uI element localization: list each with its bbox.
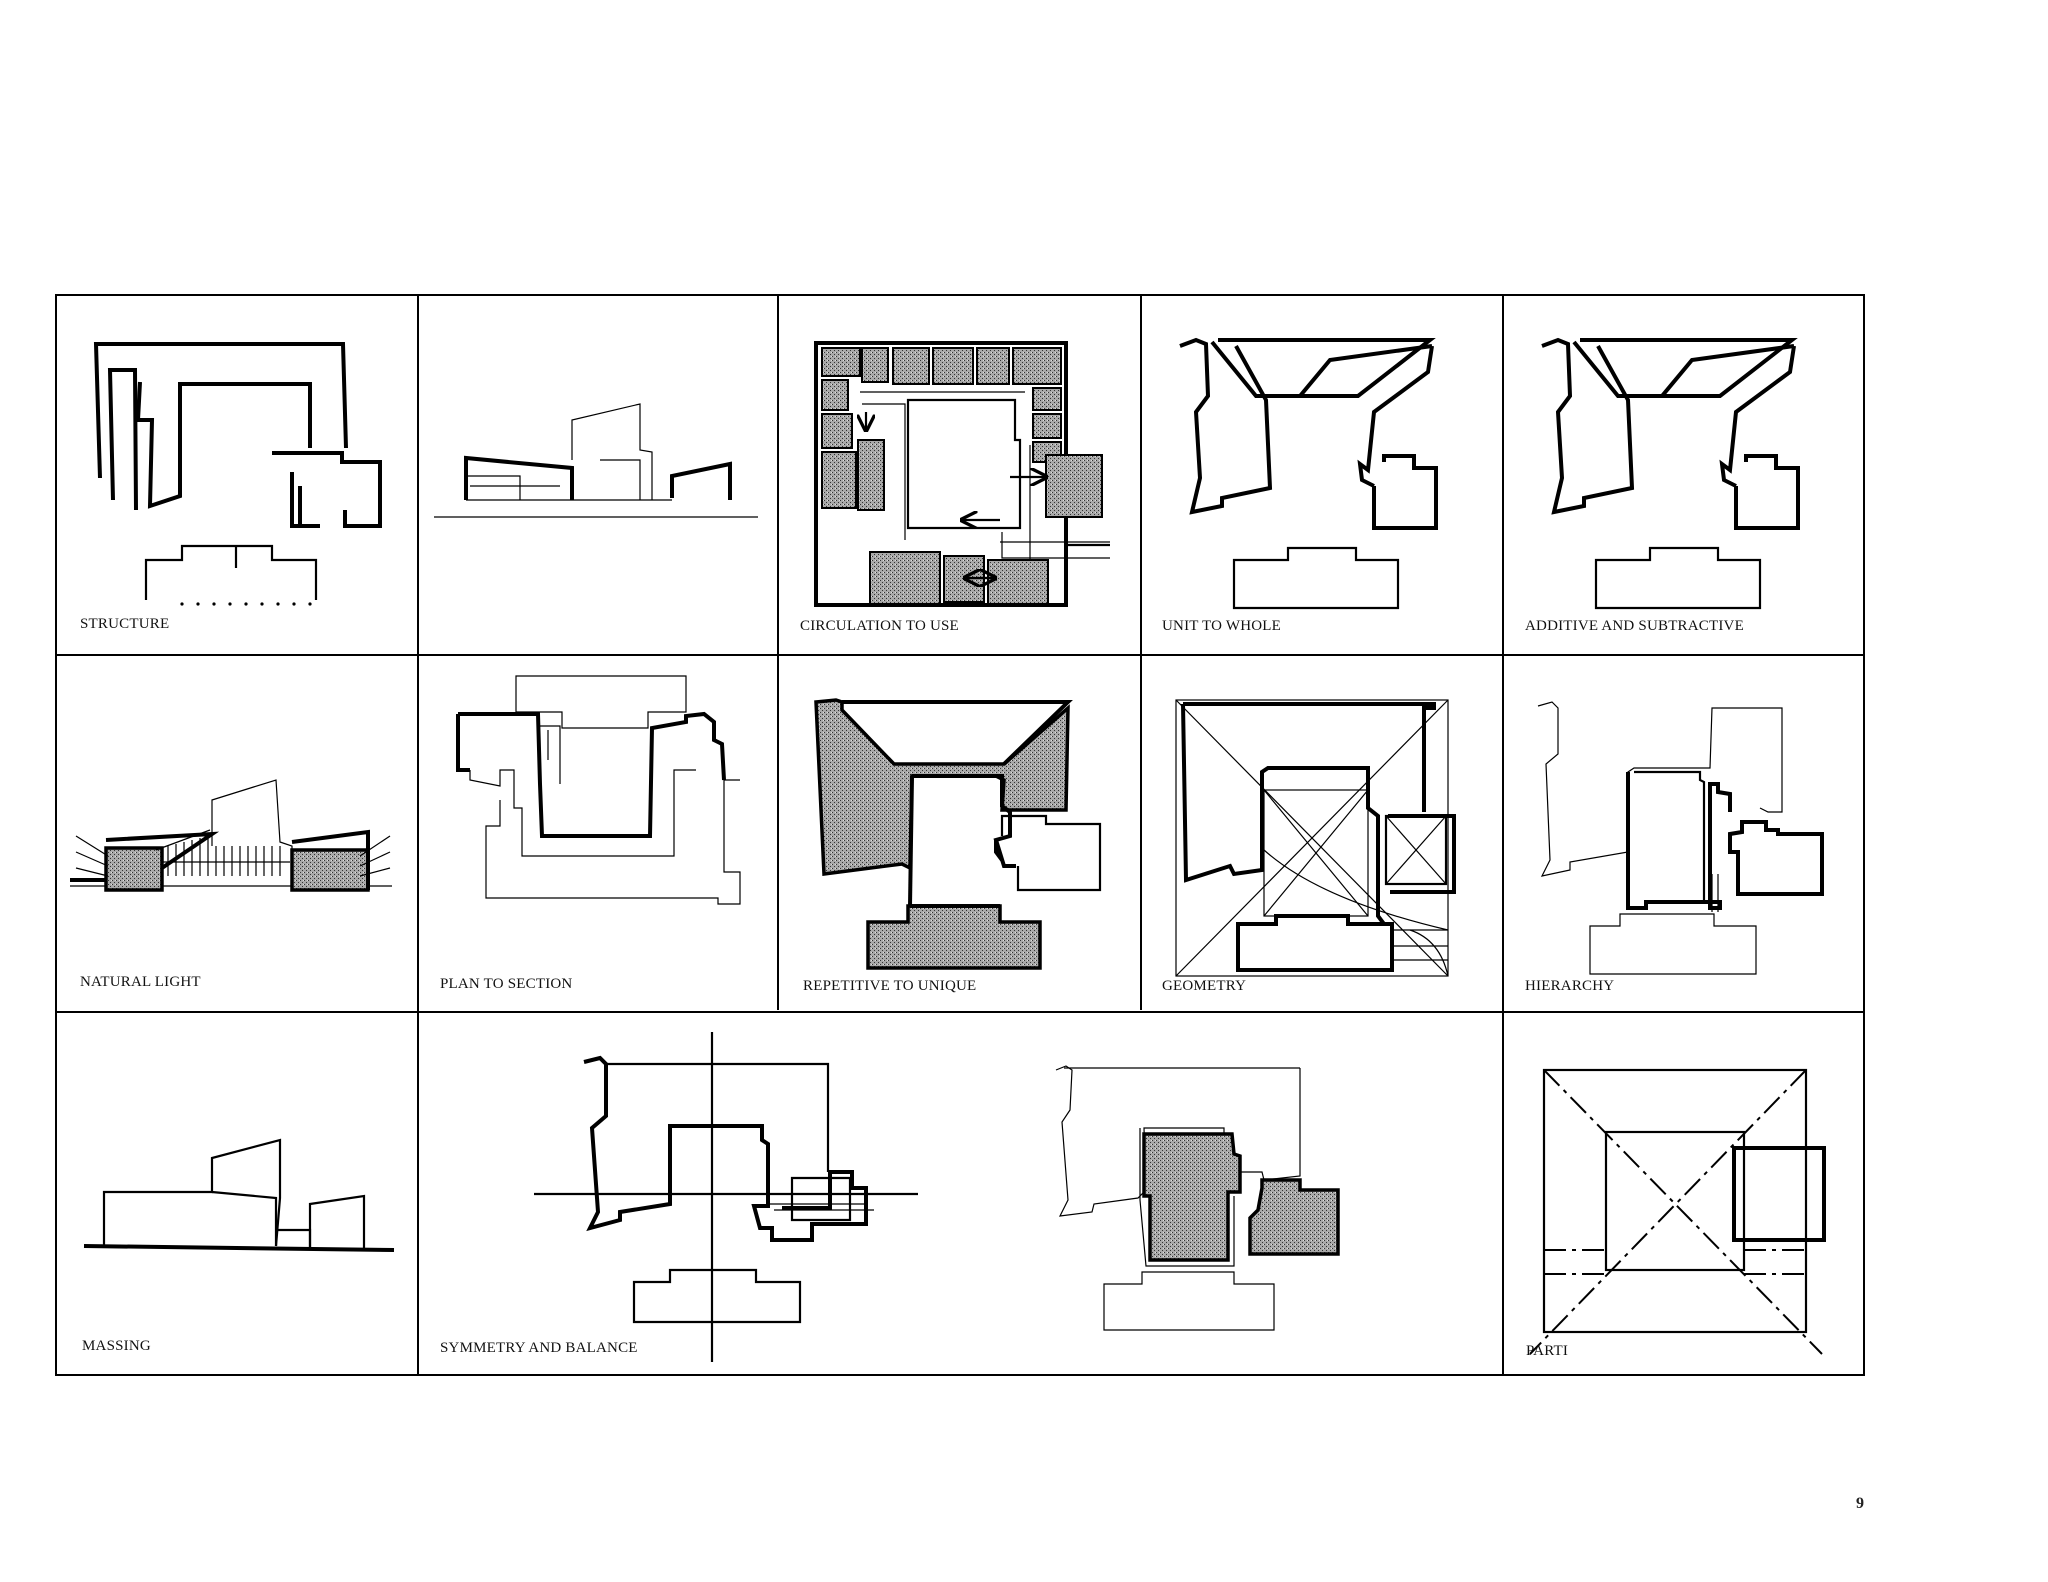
- geometry-diagram: GEOMETRY: [1162, 699, 1456, 994]
- label-hierarchy: HIERARCHY: [1525, 978, 1614, 994]
- label-massing: MASSING: [82, 1338, 151, 1354]
- label-parti: PARTI: [1526, 1343, 1568, 1359]
- diagram-grid: [55, 294, 1865, 1376]
- hierarchy-diagram: HIERARCHY: [1525, 701, 1824, 994]
- label-natural-light: NATURAL LIGHT: [80, 974, 201, 990]
- stippled-rooms: [821, 347, 1103, 605]
- repetitive-unique-diagram: REPETITIVE TO UNIQUE: [803, 698, 1102, 994]
- additive-subtractive-diagram: ADDITIVE AND SUBTRACTIVE: [1525, 337, 1800, 634]
- label-additive: ADDITIVE AND SUBTRACTIVE: [1525, 618, 1744, 634]
- light-hatching: [167, 836, 281, 876]
- label-circulation: CIRCULATION TO USE: [800, 618, 959, 634]
- label-geometry: GEOMETRY: [1162, 978, 1246, 994]
- parti-diagram: PARTI: [1526, 1068, 1826, 1359]
- column-dots: [180, 602, 312, 606]
- massing-diagram: MASSING: [82, 1138, 395, 1354]
- circulation-diagram: CIRCULATION TO USE: [800, 341, 1110, 634]
- symmetry-balance-diagram: SYMMETRY AND BALANCE: [440, 1032, 1340, 1362]
- label-structure: STRUCTURE: [80, 616, 169, 632]
- unit-to-whole-diagram: UNIT TO WHOLE: [1162, 337, 1438, 634]
- page-number: 9: [1856, 1495, 1864, 1512]
- label-symmetry: SYMMETRY AND BALANCE: [440, 1340, 638, 1356]
- plan-to-section-diagram: PLAN TO SECTION: [440, 675, 741, 992]
- section-diagram: [434, 403, 758, 518]
- label-unit-to-whole: UNIT TO WHOLE: [1162, 618, 1281, 634]
- natural-light-diagram: NATURAL LIGHT: [70, 779, 392, 990]
- label-repetitive: REPETITIVE TO UNIQUE: [803, 978, 976, 994]
- label-plan-to-section: PLAN TO SECTION: [440, 976, 572, 992]
- structure-diagram: STRUCTURE: [80, 342, 382, 632]
